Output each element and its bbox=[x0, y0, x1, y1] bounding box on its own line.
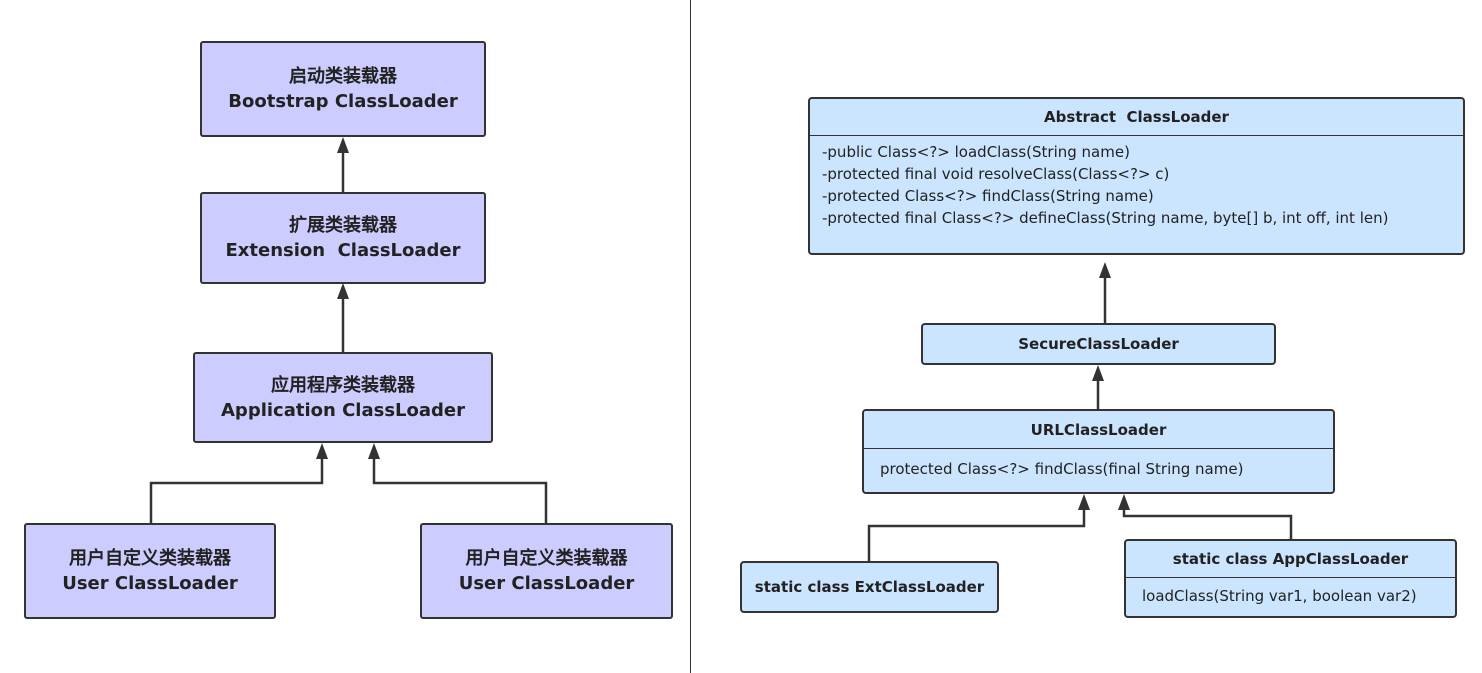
application-cn-label: 应用程序类装载器 bbox=[271, 374, 415, 396]
app-classloader-title: static class AppClassLoader bbox=[1126, 541, 1455, 578]
method-findclass: -protected Class<?> findClass(String nam… bbox=[822, 187, 1154, 205]
arrowhead-url-left bbox=[1078, 494, 1090, 510]
ext-classloader-title: static class ExtClassLoader bbox=[754, 578, 985, 596]
method-resolveclass: -protected final void resolveClass(Class… bbox=[822, 165, 1170, 183]
extension-en-label: Extension ClassLoader bbox=[225, 240, 461, 261]
abstract-classloader-title: Abstract ClassLoader bbox=[810, 99, 1463, 136]
arrowhead-abstract bbox=[1099, 262, 1111, 278]
edge-user-right-to-application bbox=[372, 456, 548, 523]
extension-classloader-box: 扩展类装载器 Extension ClassLoader bbox=[200, 192, 486, 284]
method-defineclass: -protected final Class<?> defineClass(St… bbox=[822, 209, 1389, 227]
user-classloader-box-left: 用户自定义类装载器 User ClassLoader bbox=[24, 523, 276, 619]
bootstrap-classloader-box: 启动类装载器 Bootstrap ClassLoader bbox=[200, 41, 486, 137]
user-right-cn-label: 用户自定义类装载器 bbox=[465, 548, 628, 569]
arrowhead-application-left bbox=[316, 443, 328, 459]
edge-ext-to-url bbox=[867, 506, 1086, 561]
app-classloader-methods: loadClass(String var1, boolean var2) bbox=[1126, 578, 1455, 614]
method-loadclass: -public Class<?> loadClass(String name) bbox=[822, 143, 1130, 161]
extension-cn-label: 扩展类装载器 bbox=[289, 215, 397, 236]
panel-divider bbox=[690, 0, 691, 673]
secure-classloader-class: SecureClassLoader bbox=[921, 323, 1276, 365]
arrowhead-url-right bbox=[1118, 494, 1130, 510]
user-right-en-label: User ClassLoader bbox=[458, 573, 635, 594]
url-classloader-methods: protected Class<?> findClass(final Strin… bbox=[864, 449, 1333, 489]
url-classloader-class: URLClassLoader protected Class<?> findCl… bbox=[862, 409, 1335, 494]
user-left-cn-label: 用户自定义类装载器 bbox=[69, 548, 231, 569]
user-left-en-label: User ClassLoader bbox=[62, 573, 238, 594]
bootstrap-cn-label: 启动类装载器 bbox=[289, 66, 397, 87]
abstract-classloader-methods: -public Class<?> loadClass(String name) … bbox=[810, 136, 1463, 234]
arrowhead-secure bbox=[1092, 365, 1104, 381]
secure-classloader-title: SecureClassLoader bbox=[1018, 335, 1179, 353]
edge-app-to-url bbox=[1122, 506, 1293, 539]
application-classloader-box: 应用程序类装载器 Application ClassLoader bbox=[193, 352, 493, 443]
arrowhead-extension bbox=[337, 283, 349, 299]
ext-classloader-class: static class ExtClassLoader bbox=[740, 561, 999, 613]
app-method-loadclass: loadClass(String var1, boolean var2) bbox=[1142, 587, 1417, 605]
bootstrap-en-label: Bootstrap ClassLoader bbox=[228, 91, 458, 112]
app-classloader-class: static class AppClassLoader loadClass(St… bbox=[1124, 539, 1457, 618]
arrowhead-application-right bbox=[368, 443, 380, 459]
url-classloader-title: URLClassLoader bbox=[864, 411, 1333, 449]
application-en-label: Application ClassLoader bbox=[221, 399, 465, 421]
abstract-classloader-class: Abstract ClassLoader -public Class<?> lo… bbox=[808, 97, 1465, 255]
user-classloader-box-right: 用户自定义类装载器 User ClassLoader bbox=[420, 523, 673, 619]
edge-user-left-to-application bbox=[149, 456, 324, 523]
url-method-findclass: protected Class<?> findClass(final Strin… bbox=[880, 460, 1244, 478]
arrowhead-bootstrap bbox=[337, 137, 349, 153]
